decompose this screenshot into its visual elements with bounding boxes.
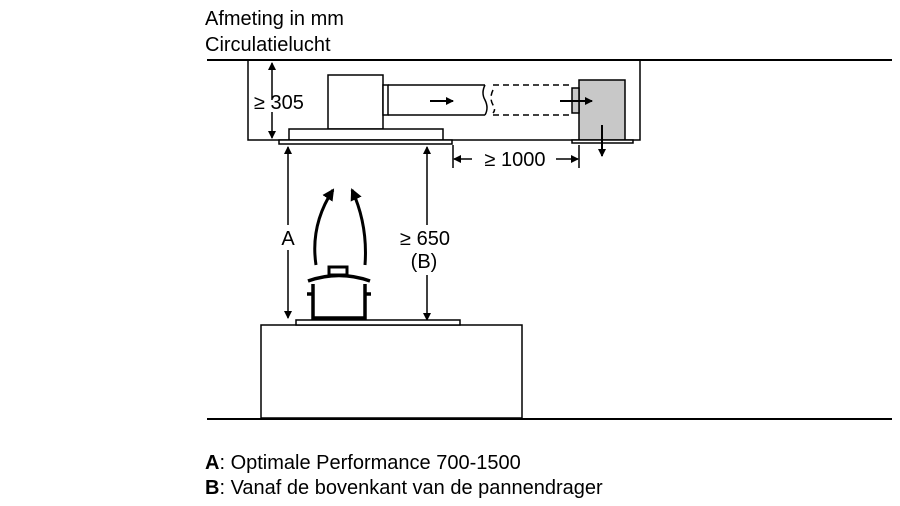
- hood-filter: [288, 128, 444, 141]
- min-height-ref: (B): [411, 251, 438, 273]
- duct-dashed: [490, 84, 572, 116]
- cooktop: [295, 319, 461, 326]
- legend-text: : Vanaf de bovenkant van de pannendrager: [219, 477, 603, 499]
- cabinet-height-label: ≥ 305: [254, 92, 304, 114]
- height-a-label: A: [281, 228, 295, 250]
- steam-arrow-right: [350, 188, 367, 266]
- legend-key: B: [205, 477, 220, 499]
- legend-text: : Optimale Performance 700-1500: [219, 452, 521, 474]
- hood-plate: [278, 139, 453, 145]
- legend-item-a: A: Optimale Performance 700-1500: [205, 451, 521, 475]
- duct: [388, 84, 488, 116]
- duct-flange: [382, 84, 389, 116]
- distance-label: ≥ 1000: [484, 149, 545, 171]
- steam-arrow-left: [313, 188, 335, 266]
- mode-title: Circulatielucht: [205, 34, 331, 56]
- hood-motor: [327, 74, 384, 130]
- units-title: Afmeting in mm: [205, 8, 344, 30]
- legend-key: A: [205, 452, 220, 474]
- legend-item-b: B: Vanaf de bovenkant van de pannendrage…: [205, 476, 603, 500]
- min-height-label: ≥ 650: [400, 228, 450, 250]
- pot: [307, 265, 371, 320]
- counter: [260, 324, 523, 419]
